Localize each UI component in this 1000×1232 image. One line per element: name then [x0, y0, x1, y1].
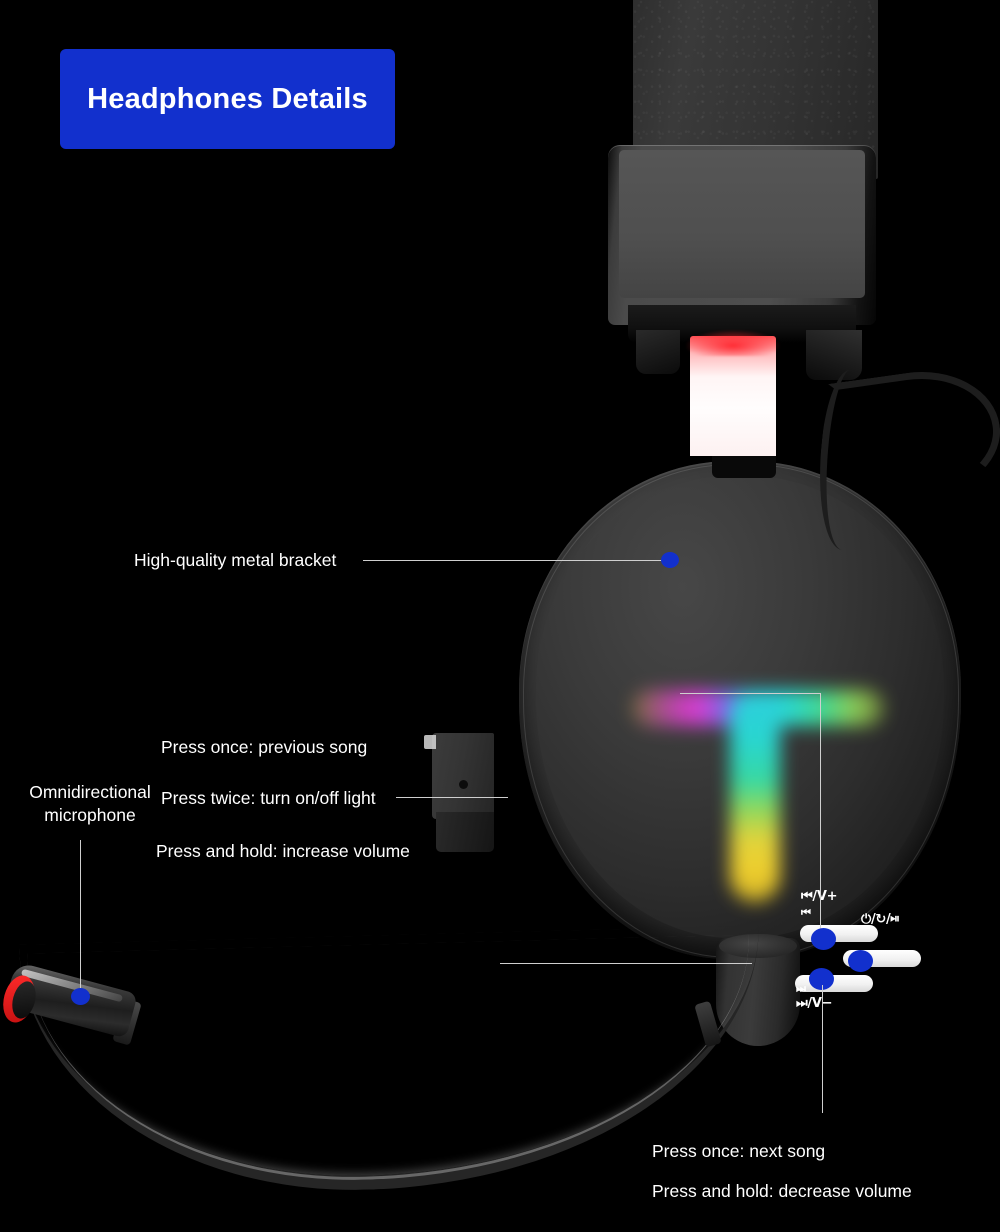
rgb-logo-stem — [730, 692, 780, 902]
callout-microphone-line1: Omnidirectional — [29, 782, 151, 802]
microphone-boom-highlight — [27, 934, 755, 1189]
microphone-mount-lower — [436, 812, 494, 852]
microphone-mount-tab — [424, 735, 436, 749]
leader-line-next-song — [822, 985, 823, 1113]
headband-slider-housing — [608, 145, 876, 325]
microphone-mount-port — [459, 780, 468, 789]
previous-track-volume-up-icon: ⏮/V+ — [801, 889, 838, 904]
earcup-top-nub — [712, 456, 776, 478]
next-track-icon: ⏭ — [796, 982, 806, 995]
marker-dot-metal-bracket — [661, 552, 679, 568]
leader-line-toggle-light — [396, 797, 508, 798]
callout-omnidirectional-microphone: Omnidirectional microphone — [22, 781, 158, 828]
callout-metal-bracket: High-quality metal bracket — [134, 550, 337, 570]
leader-line-prev-song-c — [820, 693, 821, 937]
callout-toggle-light: Press twice: turn on/off light — [161, 788, 376, 808]
callout-increase-volume: Press and hold: increase volume — [156, 841, 410, 861]
cable-loop — [828, 361, 1000, 507]
rgb-t-logo — [610, 672, 900, 922]
button-next-volume-down[interactable] — [795, 975, 873, 992]
page-title: Headphones Details — [87, 82, 368, 115]
callout-microphone-line2: microphone — [44, 805, 136, 826]
microphone-mount-block — [432, 733, 494, 819]
leader-line-prev-song-b — [680, 693, 820, 694]
earcup-pivot-cap — [719, 934, 797, 958]
marker-dot-power-play — [848, 950, 873, 972]
power-reset-playpause-icon: ⏻/↻/⏯ — [861, 912, 899, 927]
previous-track-icon: ⏮ — [801, 906, 811, 919]
next-track-volume-down-icon: ⏭/V− — [796, 996, 833, 1011]
marker-dot-next-volume-down — [809, 968, 834, 990]
marker-dot-microphone — [71, 988, 90, 1005]
bracket-neck-glow — [686, 330, 780, 356]
callout-decrease-volume: Press and hold: decrease volume — [652, 1181, 912, 1201]
page-title-banner: Headphones Details — [60, 49, 395, 149]
leader-line-metal-bracket — [363, 560, 668, 561]
callout-next-song: Press once: next song — [652, 1141, 826, 1161]
leader-line-microphone — [80, 840, 81, 992]
callout-previous-song: Press once: previous song — [161, 737, 368, 757]
marker-dot-prev-volume-up — [811, 928, 836, 950]
leader-line-prev-song-a — [500, 963, 752, 964]
